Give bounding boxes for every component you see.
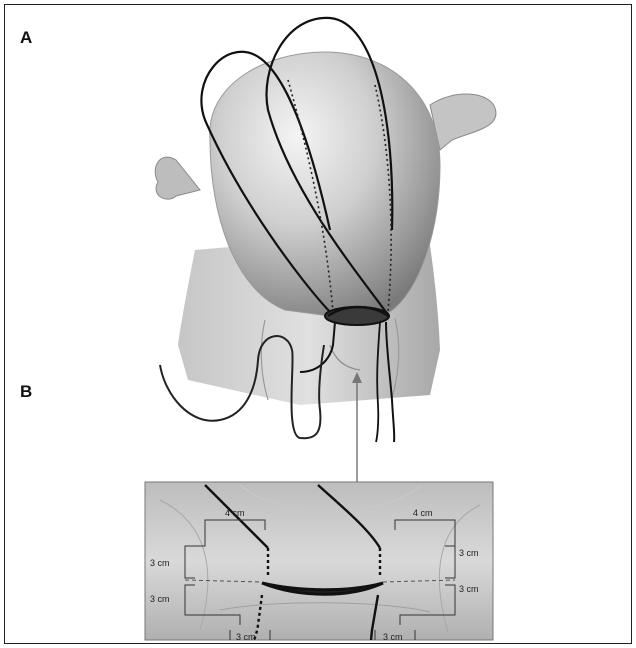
label-left-bottom-width: 3 cm: [236, 632, 256, 642]
label-right-lower-height: 3 cm: [459, 584, 479, 594]
label-right-upper-height: 3 cm: [459, 548, 479, 558]
right-adnexa: [430, 94, 496, 150]
uterus-illustration: [155, 18, 496, 442]
label-left-lower-height: 3 cm: [150, 594, 170, 604]
label-right-top-width: 4 cm: [413, 508, 433, 518]
panel-label-a: A: [20, 28, 32, 48]
label-left-top-width: 4 cm: [225, 508, 245, 518]
label-right-bottom-width: 3 cm: [383, 632, 403, 642]
incision-detail-inset: 4 cm 4 cm 3 cm 3 cm 3 cm 3 cm 3 cm 3 cm: [145, 482, 493, 642]
label-left-upper-height: 3 cm: [150, 558, 170, 568]
left-adnexa: [155, 157, 200, 199]
panel-label-b: B: [20, 382, 32, 402]
